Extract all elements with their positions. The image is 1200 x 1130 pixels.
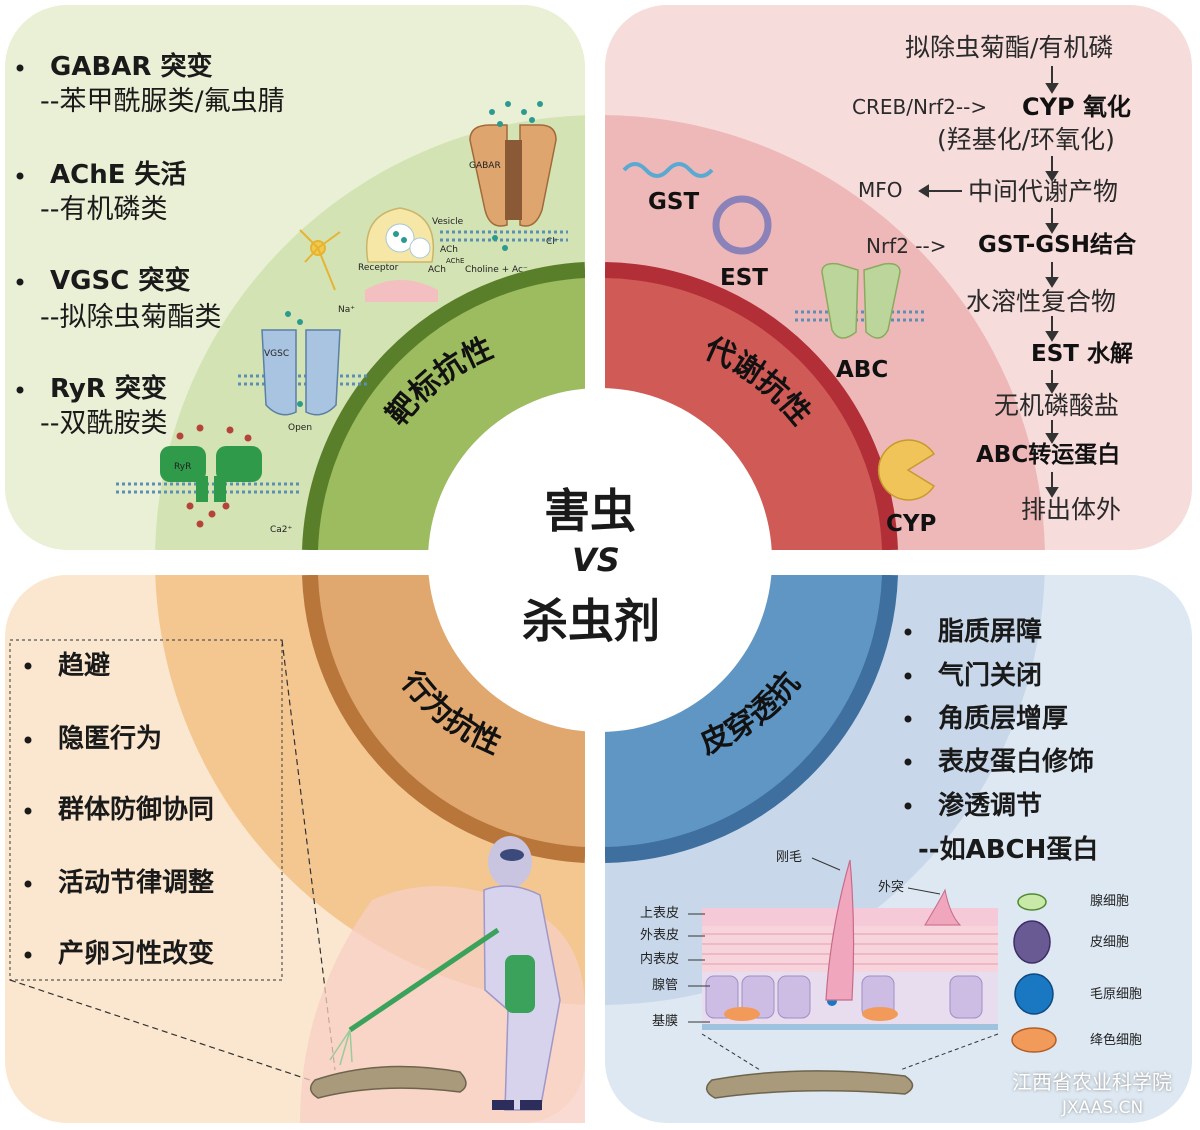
caterpillar-icon xyxy=(309,1065,467,1099)
cyp-icon xyxy=(877,439,936,501)
synapse-icon xyxy=(365,207,438,302)
gabar-receptor-icon xyxy=(469,101,557,251)
legend-trichogen-cell-icon xyxy=(1014,973,1054,1015)
vgsc-channel-icon xyxy=(261,311,341,416)
legend-oenocyte-icon xyxy=(1011,1027,1057,1053)
sprayer-person-icon xyxy=(329,836,561,1111)
est-icon xyxy=(712,195,772,255)
legend-epidermal-cell-icon xyxy=(1013,920,1051,964)
bullet-dots xyxy=(16,64,912,959)
caterpillar-icon xyxy=(706,1070,914,1099)
cuticle-section xyxy=(701,859,999,1071)
flow-arrows xyxy=(918,66,1059,498)
cuticle-layer-pointers xyxy=(688,857,941,1023)
legend-gland-cell-icon xyxy=(1017,893,1047,911)
gst-icon xyxy=(622,162,714,178)
abc-transporter-icon xyxy=(795,262,925,339)
ryr-channel-icon xyxy=(160,424,262,528)
neuron-icon xyxy=(299,229,341,291)
